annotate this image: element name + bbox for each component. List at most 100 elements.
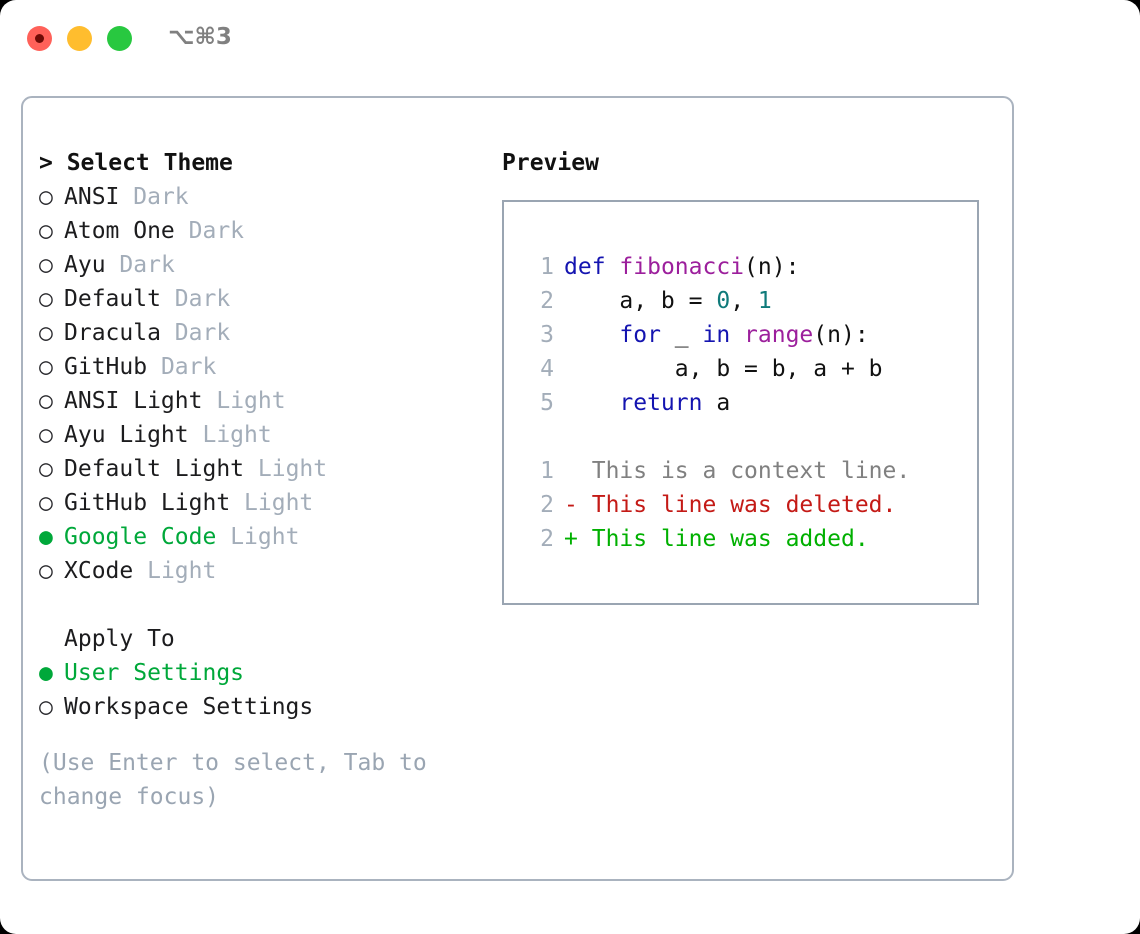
diff-text: This line was added. (591, 526, 869, 552)
code-token: (n): (813, 322, 869, 348)
line-number: 1 (540, 458, 554, 484)
maximize-traffic-light[interactable] (107, 26, 132, 51)
theme-name: ANSI Light (64, 388, 203, 414)
code-token: , (730, 288, 758, 314)
theme-category-label: Light (216, 388, 286, 414)
preview-title: Preview (502, 150, 599, 176)
theme-name: GitHub Light (64, 490, 231, 516)
apply-to-option[interactable]: ●User Settings (39, 656, 469, 690)
line-number: 5 (540, 390, 554, 416)
theme-name: Default Light (64, 456, 245, 482)
diff-gap (578, 526, 592, 552)
radio-selected-icon[interactable]: ● (39, 524, 53, 550)
theme-list-item[interactable]: ○ Dracula Dark (39, 316, 469, 350)
keyboard-shortcut-label: ⌥⌘3 (168, 24, 232, 50)
code-line: 4 a, b = b, a + b (520, 352, 969, 386)
theme-list-item[interactable]: ○GitHub Dark (39, 350, 469, 384)
diff-line: 2+ This line was added. (520, 522, 969, 556)
theme-list-item[interactable]: ○ Default Dark (39, 282, 469, 316)
theme-category-label: Dark (133, 184, 189, 210)
select-theme-header: > Select Theme (39, 150, 233, 176)
theme-category-label: Dark (174, 320, 231, 346)
code-token: a, b = (564, 288, 717, 314)
radio-unselected-icon[interactable]: ○ (39, 694, 53, 720)
theme-category-label: Dark (174, 286, 231, 312)
line-number: 3 (540, 322, 554, 348)
theme-list: ○ANSI Dark○Atom One Dark○Ayu Dark○Defaul… (39, 180, 469, 588)
apply-to-option[interactable]: ○ Workspace Settings (39, 690, 469, 724)
code-token: 0 (716, 288, 731, 314)
theme-picker-panel: > Select Theme ○ANSI Dark○Atom One Dark○… (39, 146, 469, 814)
apply-to-label: Workspace Settings (64, 694, 314, 720)
code-token (730, 322, 744, 348)
code-token: return (619, 390, 703, 416)
theme-list-item[interactable]: ○ Ayu Dark (39, 248, 469, 282)
radio-unselected-icon[interactable]: ○ (39, 184, 53, 210)
theme-category-label: Light (257, 456, 328, 482)
radio-unselected-icon[interactable]: ○ (39, 354, 53, 380)
theme-name: Google Code (64, 524, 217, 550)
code-token: fibonacci (619, 254, 745, 280)
line-number: 4 (540, 356, 554, 382)
code-token (564, 390, 619, 416)
radio-selected-icon[interactable]: ● (39, 660, 53, 686)
diff-gap (578, 458, 592, 484)
diff-gap (578, 492, 592, 518)
theme-list-item[interactable]: ○ Default Light Light (39, 452, 469, 486)
code-line: 3 for _ in range(n): (520, 318, 969, 352)
theme-name: Dracula (64, 320, 161, 346)
diff-line: 2- This line was deleted. (520, 488, 969, 522)
theme-list-item[interactable]: ○Atom One Dark (39, 214, 469, 248)
theme-name: XCode (64, 558, 134, 584)
radio-unselected-icon[interactable]: ○ (39, 558, 53, 584)
radio-unselected-icon[interactable]: ○ (39, 388, 53, 414)
line-number: 2 (540, 288, 554, 314)
apply-to-header: Apply To (64, 626, 175, 652)
list-spacer (39, 588, 469, 622)
diff-marker: + (564, 526, 578, 552)
radio-unselected-icon[interactable]: ○ (39, 490, 53, 516)
diff-sample: 1 This is a context line.2- This line wa… (520, 454, 969, 556)
theme-category-label: Dark (119, 252, 175, 278)
code-token: a (702, 390, 731, 416)
theme-list-item[interactable]: ○XCode Light (39, 554, 469, 588)
radio-unselected-icon[interactable]: ○ (39, 286, 53, 312)
theme-list-item[interactable]: ○GitHub Light Light (39, 486, 469, 520)
theme-category-label: Dark (188, 218, 245, 244)
theme-category-label: Light (230, 524, 300, 550)
radio-unselected-icon[interactable]: ○ (39, 422, 53, 448)
line-number: 2 (540, 492, 554, 518)
theme-list-item[interactable]: ○ ANSI Dark (39, 180, 469, 214)
theme-name: Ayu (64, 252, 106, 278)
content-frame: > Select Theme ○ANSI Dark○Atom One Dark○… (21, 96, 1014, 881)
minimize-traffic-light[interactable] (67, 26, 92, 51)
code-token: 1 (757, 288, 772, 314)
code-token: range (744, 322, 814, 348)
code-token: in (702, 322, 731, 348)
theme-list-item[interactable]: ○ ANSI Light Light (39, 384, 469, 418)
code-token: for (619, 322, 661, 348)
diff-marker: - (564, 492, 578, 518)
radio-unselected-icon[interactable]: ○ (39, 252, 53, 278)
theme-category-label: Dark (160, 354, 217, 380)
theme-list-item[interactable]: ● Google Code Light (39, 520, 469, 554)
radio-unselected-icon[interactable]: ○ (39, 320, 53, 346)
diff-text: This line was deleted. (591, 492, 897, 518)
radio-unselected-icon[interactable]: ○ (39, 218, 53, 244)
code-token: (n): (744, 254, 800, 280)
diff-marker (564, 458, 578, 484)
radio-unselected-icon[interactable]: ○ (39, 456, 53, 482)
theme-name: ANSI (64, 184, 120, 210)
theme-list-item[interactable]: ○Ayu Light Light (39, 418, 469, 452)
theme-name: Default (64, 286, 161, 312)
code-line: 2 a, b = 0, 1 (520, 284, 969, 318)
code-token (606, 254, 620, 280)
theme-name: Ayu Light (64, 422, 189, 448)
close-traffic-light[interactable] (27, 26, 52, 51)
title-bar: ⌥⌘3 (0, 0, 1140, 78)
code-token: a, b = b, a + b (564, 356, 883, 382)
